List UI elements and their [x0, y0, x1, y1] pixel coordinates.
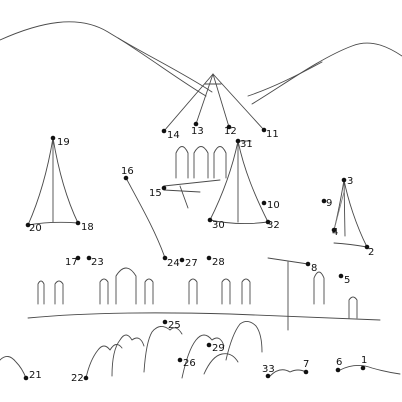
label-22: 22 [71, 373, 84, 384]
dot-8[interactable] [305, 261, 311, 267]
label-24: 24 [167, 258, 180, 269]
label-20: 20 [29, 223, 42, 234]
dot-13[interactable] [193, 121, 199, 127]
dot-12[interactable] [226, 124, 232, 130]
dot-30[interactable] [207, 217, 213, 223]
dot-29[interactable] [206, 342, 212, 348]
dot-21[interactable] [23, 375, 29, 381]
label-3: 3 [347, 176, 353, 187]
line-art [0, 21, 402, 379]
dot-24[interactable] [162, 255, 168, 261]
dot-15[interactable] [161, 185, 167, 191]
dot-31[interactable] [235, 138, 241, 144]
dot-10[interactable] [261, 200, 267, 206]
dot-16[interactable] [123, 175, 129, 181]
label-32: 32 [267, 220, 280, 231]
label-6: 6 [336, 357, 342, 368]
dot-14[interactable] [161, 128, 167, 134]
dot-11[interactable] [261, 127, 267, 133]
dot-4[interactable] [331, 227, 337, 233]
dot-1[interactable] [360, 365, 366, 371]
label-2: 2 [368, 247, 374, 258]
dot-17[interactable] [75, 255, 81, 261]
label-17: 17 [65, 257, 78, 268]
label-4: 4 [332, 227, 338, 238]
label-18: 18 [81, 222, 94, 233]
label-15: 15 [149, 188, 162, 199]
label-29: 29 [212, 343, 225, 354]
label-26: 26 [183, 358, 196, 369]
label-30: 30 [212, 220, 225, 231]
label-27: 27 [185, 258, 198, 269]
label-28: 28 [212, 257, 225, 268]
label-10: 10 [267, 200, 280, 211]
dot-32[interactable] [265, 219, 271, 225]
dot-5[interactable] [338, 273, 344, 279]
label-14: 14 [167, 130, 180, 141]
dot-3[interactable] [341, 177, 347, 183]
label-9: 9 [326, 198, 332, 209]
dot-33[interactable] [265, 373, 271, 379]
label-33: 33 [262, 364, 275, 375]
label-7: 7 [303, 359, 309, 370]
label-13: 13 [191, 126, 204, 137]
dot-28[interactable] [206, 255, 212, 261]
dot-26[interactable] [177, 357, 183, 363]
label-12: 12 [224, 126, 237, 137]
label-11: 11 [266, 129, 279, 140]
label-16: 16 [121, 166, 134, 177]
label-1: 1 [361, 355, 367, 366]
dot-labels: 1 2 3 4 5 6 7 8 9 10 11 12 13 14 15 16 1… [29, 126, 374, 384]
label-8: 8 [311, 263, 317, 274]
dot-19[interactable] [50, 135, 56, 141]
dots [23, 121, 370, 381]
dot-25[interactable] [162, 319, 168, 325]
dot-7[interactable] [303, 369, 309, 375]
dot-27[interactable] [179, 257, 185, 263]
dot-20[interactable] [25, 222, 31, 228]
label-21: 21 [29, 370, 42, 381]
label-31: 31 [240, 139, 253, 150]
label-25: 25 [168, 320, 181, 331]
dot-9[interactable] [321, 198, 327, 204]
label-19: 19 [57, 137, 70, 148]
dot-2[interactable] [364, 244, 370, 250]
dot-18[interactable] [75, 220, 81, 226]
dot-22[interactable] [83, 375, 89, 381]
dot-23[interactable] [86, 255, 92, 261]
label-5: 5 [344, 275, 350, 286]
dot-6[interactable] [335, 367, 341, 373]
label-23: 23 [91, 257, 104, 268]
